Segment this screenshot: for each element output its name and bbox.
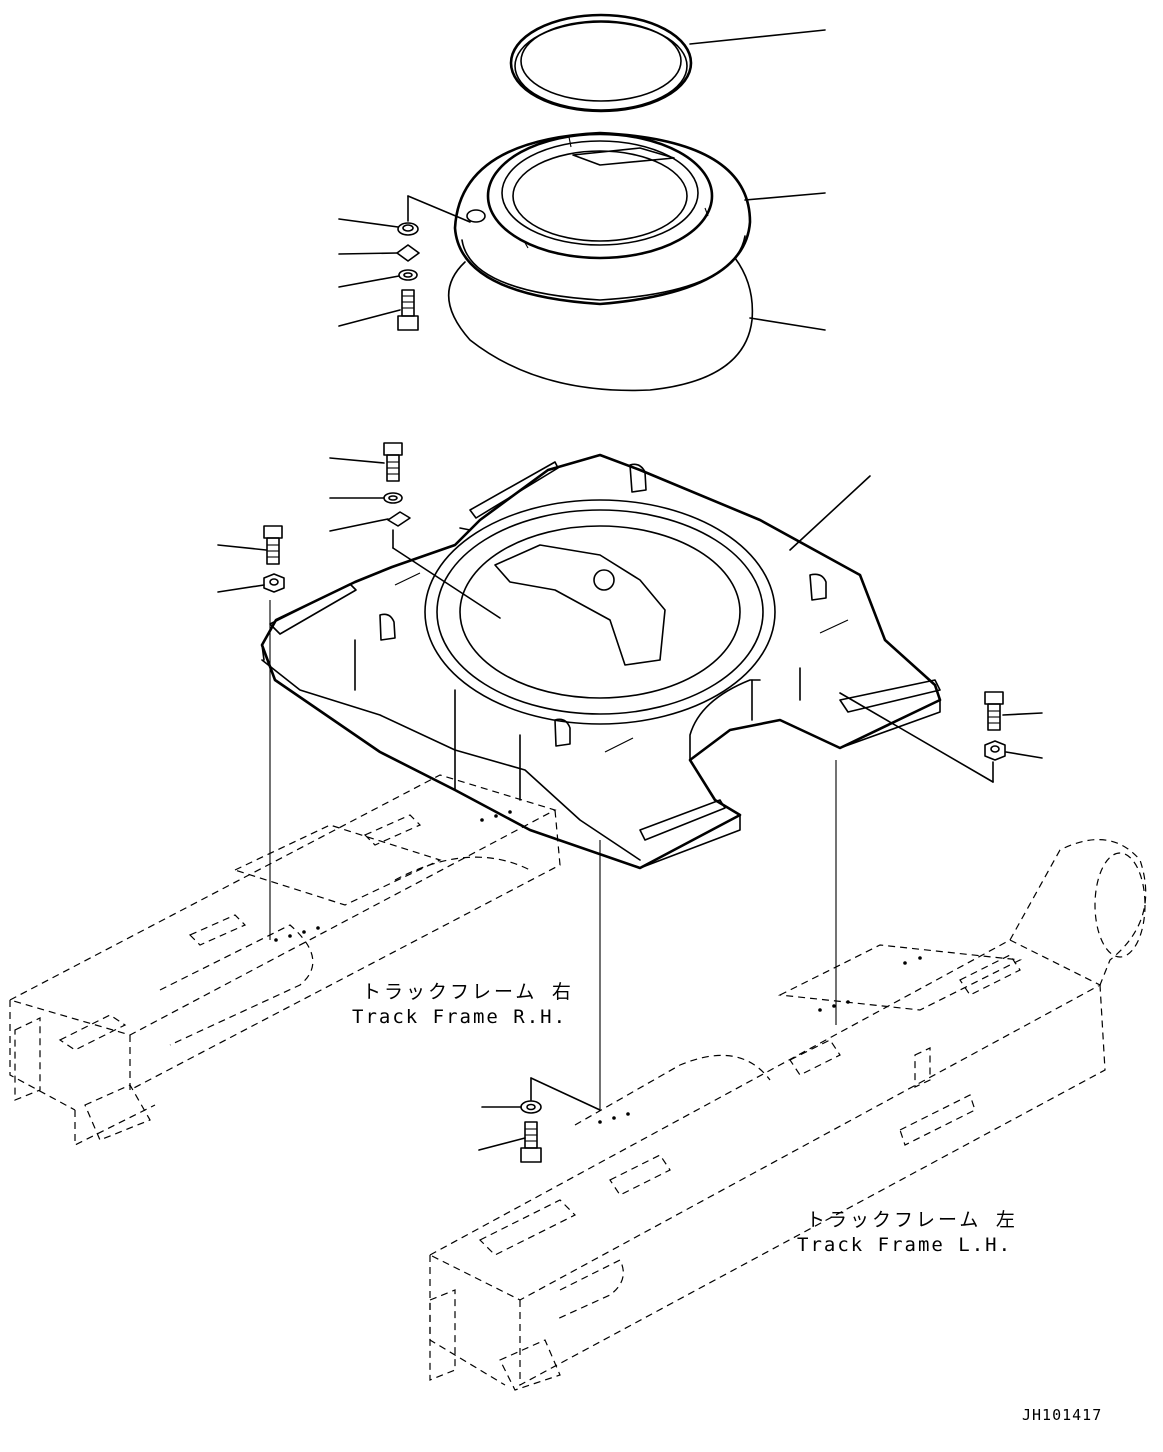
- track-frame-lh-label-jp: トラックフレーム 左: [806, 1209, 1018, 1231]
- gasket-plate: [447, 257, 754, 392]
- leader-line: [789, 475, 871, 551]
- drawing-code: JH101417: [1022, 1406, 1103, 1424]
- seal-ring: [509, 13, 693, 113]
- leader-line: [338, 252, 398, 255]
- bolt-cluster-upper-left: [383, 442, 501, 619]
- leader-line: [478, 1137, 526, 1151]
- fastener-stack-upper: [396, 195, 471, 331]
- track-frame-lh-label-en: Track Frame L.H.: [797, 1234, 1013, 1256]
- track-frame-rh: [8, 774, 561, 1146]
- leader-line: [744, 192, 826, 201]
- leader-line: [689, 29, 826, 45]
- bolt-cluster-lower: [520, 1077, 601, 1163]
- track-frame-rh-label-en: Track Frame R.H.: [352, 1006, 568, 1028]
- leader-line: [217, 544, 267, 551]
- leader-line: [329, 457, 385, 464]
- bolt-cluster-left: [263, 525, 285, 593]
- leader-line: [338, 218, 399, 228]
- track-frame-lh: [428, 839, 1147, 1391]
- leader-line: [1002, 712, 1043, 716]
- leader-line: [217, 584, 265, 593]
- bolt-cluster-right: [839, 691, 1006, 783]
- leader-line: [329, 518, 389, 532]
- leader-line: [749, 317, 826, 331]
- leader-line: [338, 309, 401, 327]
- center-frame: [260, 453, 942, 870]
- leader-line: [1005, 751, 1043, 759]
- swing-circle: [453, 131, 752, 306]
- track-frame-rh-label-jp: トラックフレーム 右: [362, 981, 574, 1003]
- leader-line: [338, 275, 400, 288]
